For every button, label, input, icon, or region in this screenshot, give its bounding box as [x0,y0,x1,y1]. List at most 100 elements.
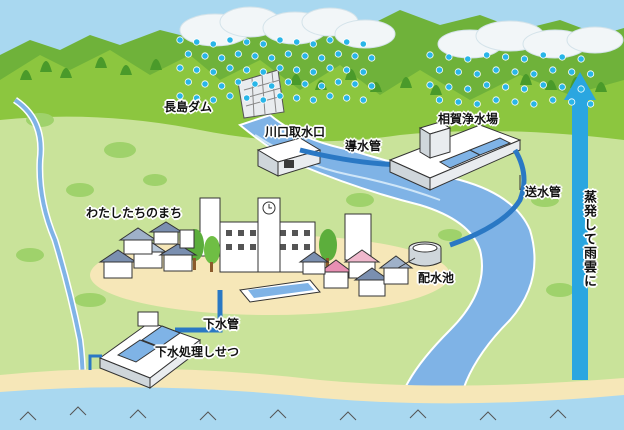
rain-drop [259,96,267,104]
rain-drop [318,82,326,90]
pool [239,279,321,303]
rain-drop [309,40,317,48]
rain-drop [293,66,301,74]
rain-drop [293,94,301,102]
house-icon [298,249,414,297]
rain-drop [284,78,292,86]
rain-drop [435,66,443,74]
label-dam: 長島ダム [164,100,213,114]
rain-drop [326,36,334,44]
rain-drop [334,78,342,86]
rain-drop [568,68,576,76]
rain-drop [568,98,576,106]
rain-drop [530,70,538,78]
rain-drop [501,83,510,91]
rain-drop [539,51,547,59]
rain-drop [426,81,434,89]
rain-drop [201,52,209,60]
rain-drop [359,40,367,48]
label-leaders [397,175,521,269]
rain-drop [464,55,472,63]
rain-drop [464,85,472,93]
label-purification: 相賀浄水場 [438,112,499,126]
rain-drop [276,36,284,44]
label-conduit: 導水管 [345,139,382,153]
intake-building-icon [256,137,322,177]
rain-drop [511,68,519,76]
rain-drop [351,52,359,60]
rain-drop [483,81,491,89]
sewage-plant-icon [88,311,202,390]
rain-drop [368,54,376,62]
rain-drop [454,68,462,76]
label-sewage-plant: 下水処理しせつ [155,345,240,359]
rain-drops [176,36,595,108]
rain-drop [309,96,317,104]
rain-drop [276,92,284,100]
rain-drop [193,94,201,102]
rain-drop [549,96,557,104]
rain-drop [492,96,500,104]
rain-drop [184,50,192,58]
rain-drop [176,36,184,44]
rain-drop [359,68,367,76]
waves [19,406,567,421]
rain-drop [243,94,251,102]
rain-drop [176,92,184,100]
rain-drop [511,98,519,106]
rain-drop [209,96,217,104]
label-transmission: 送水管 [525,185,562,199]
rain-drop [334,50,342,58]
rain-drop [473,70,481,78]
rain-drop [251,80,259,88]
rain-drop [259,68,267,76]
rain-drop [577,85,585,93]
rain-drop [473,100,481,108]
rain-drop [251,52,259,60]
rain-drop [209,68,217,76]
rain-drop [268,54,276,62]
rain-drop [234,50,242,58]
house-icon [98,221,198,279]
school-building-icon [199,197,372,273]
rain-drop [492,66,500,74]
reservoir-tank-icon [408,241,442,267]
label-reservoir: 配水池 [418,271,455,285]
sewer-pipe [175,290,223,333]
rain-drop [539,81,547,89]
rain-drop [176,64,184,72]
rain-drop [558,53,566,61]
rain-drop [343,38,351,46]
rain-drop [226,64,234,72]
rain-drop [501,53,510,61]
rain-drop [343,66,351,74]
rain-drop [326,92,334,100]
rain-drop [234,78,242,86]
rain-drop [284,50,292,58]
rain-drop [193,38,201,46]
rain-drop [318,54,326,62]
rain-drop [201,80,209,88]
rain-drop [309,68,317,76]
rain-drop [184,78,192,86]
rain-drop [368,82,376,90]
rain-drop [435,96,443,104]
sea [0,387,624,430]
purification-plant-icon [388,121,522,191]
rain-drop [558,83,566,91]
rain-drop [276,64,284,72]
rain-drop [243,38,251,46]
label-town: わたしたちのまち [86,206,183,220]
left-stream [13,98,85,406]
label-intake: 川口取水口 [265,125,326,139]
rain-drop [218,54,226,62]
rain-drop [301,80,309,88]
rain-drop [193,66,201,74]
rain-drop [351,80,359,88]
label-evaporation: 蒸発して雨雲に [581,190,596,288]
rain-drop [359,96,367,104]
rain-drop [209,40,217,48]
rain-drop [454,98,462,106]
